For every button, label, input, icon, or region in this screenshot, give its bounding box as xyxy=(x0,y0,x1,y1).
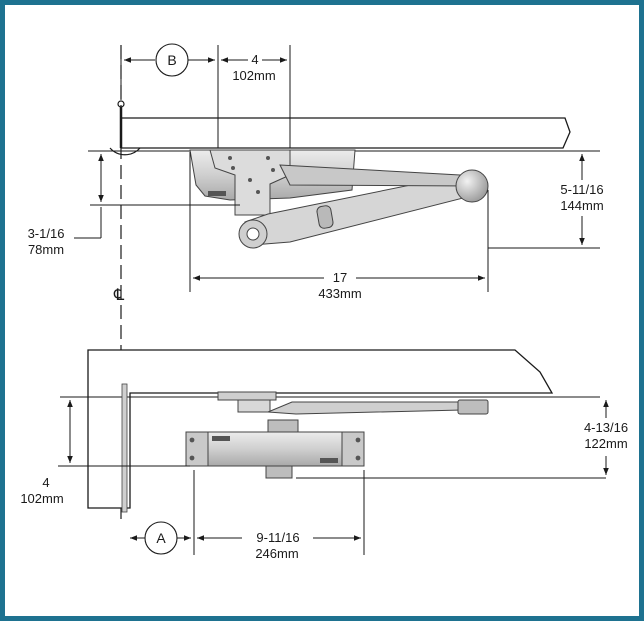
top-dim-height-mm: 144mm xyxy=(560,198,603,213)
screw xyxy=(189,455,195,461)
bottom-door xyxy=(87,349,554,509)
top-dim-4-mm: 102mm xyxy=(232,68,275,83)
bottom-dim-length-inch: 9-11/16 xyxy=(256,530,299,545)
screw xyxy=(271,168,275,172)
centerline-symbol: ℄ xyxy=(113,285,125,304)
screw xyxy=(266,156,270,160)
screw xyxy=(355,437,361,443)
bottom-pinion xyxy=(265,465,293,479)
top-arm-pivot-center xyxy=(246,227,260,241)
screw xyxy=(355,455,361,461)
bottom-main-arm xyxy=(267,401,463,415)
bottom-view: 4-13/16 122mm 4 102mm A 9-11/16 246mm xyxy=(20,349,628,561)
bottom-arm-bracket xyxy=(237,399,271,413)
bottom-hinge-leaf xyxy=(121,383,128,513)
screw xyxy=(248,178,252,182)
bottom-dim-height-mm: 122mm xyxy=(584,436,627,451)
top-door xyxy=(120,117,571,149)
top-view: B 4 102mm 5-11/16 144mm 3-1/16 78mm 17 4… xyxy=(28,43,604,301)
bottom-dim-offset-inch: 4 xyxy=(42,475,49,490)
top-dim-length-inch: 17 xyxy=(333,270,347,285)
callout-a-label: A xyxy=(156,530,166,546)
screw xyxy=(256,190,260,194)
bottom-dim-height-inch: 4-13/16 xyxy=(584,420,628,435)
screw xyxy=(189,437,195,443)
top-elbow-knob xyxy=(455,169,489,203)
bottom-arm-link xyxy=(267,419,299,433)
top-dim-offset-mm: 78mm xyxy=(28,242,64,257)
callout-a-circle xyxy=(144,521,178,555)
top-dim-length-mm: 433mm xyxy=(318,286,361,301)
top-dim-offset-inch: 3-1/16 xyxy=(28,226,65,241)
bottom-arm-end xyxy=(457,399,489,415)
callout-b-circle xyxy=(155,43,189,77)
bottom-dim-offset-mm: 102mm xyxy=(20,491,63,506)
top-hinge-arc xyxy=(109,147,141,156)
bottom-left-endcap xyxy=(185,431,209,467)
bottom-right-endcap xyxy=(341,431,365,467)
top-dim-height-inch: 5-11/16 xyxy=(560,182,603,197)
top-forearm xyxy=(279,164,474,187)
bottom-arm-shoe xyxy=(217,391,277,401)
bottom-brand-tag xyxy=(212,436,230,441)
bottom-brand-tag xyxy=(320,458,338,463)
screw xyxy=(231,166,235,170)
top-adjust-barrel xyxy=(316,205,334,229)
top-dim-4-inch: 4 xyxy=(251,52,258,67)
callout-b-label: B xyxy=(167,52,176,68)
bottom-dim-length-mm: 246mm xyxy=(255,546,298,561)
top-brand-tag xyxy=(208,191,226,196)
screw xyxy=(228,156,232,160)
